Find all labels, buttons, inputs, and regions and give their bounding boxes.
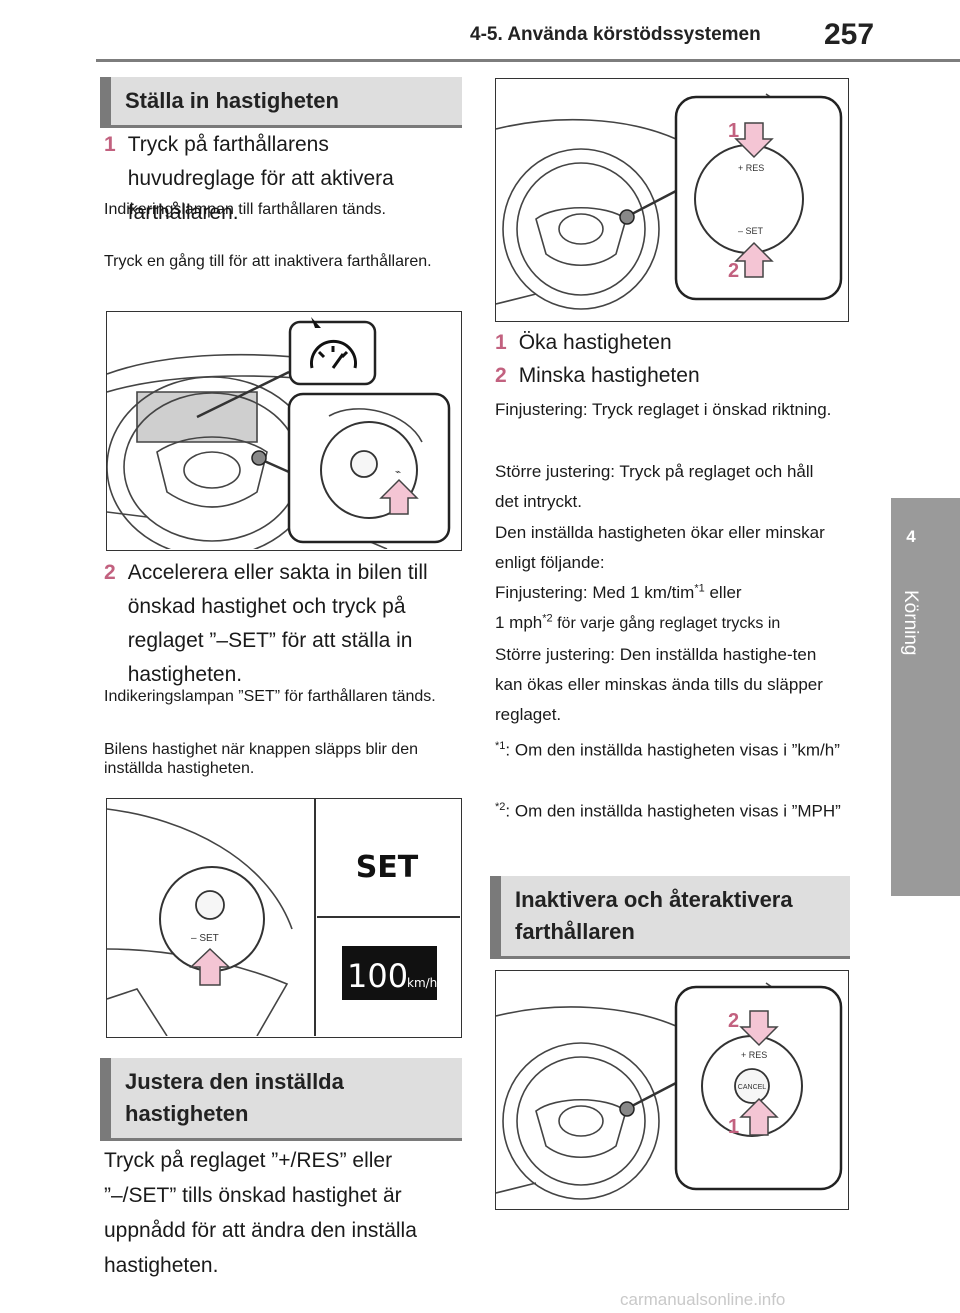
speed-display xyxy=(342,946,437,1000)
footnote-2-mark: *2 xyxy=(495,801,506,813)
item-2-number: 2 xyxy=(495,364,507,387)
step-2-note-2: Bilens hastighet när knappen släpps blir… xyxy=(104,741,418,777)
item-1-number: 1 xyxy=(495,331,507,354)
set-button-label: – SET xyxy=(191,933,219,944)
callout-1-cancel: 1 xyxy=(728,1116,739,1138)
item-1: 1 Öka hastigheten xyxy=(495,326,845,360)
footnote-1: *1: Om den inställda hastigheten visas i… xyxy=(495,731,847,766)
figure-res-set: + RES – SET 1 2 xyxy=(495,78,849,322)
steering-main-switch-illustration: ⌁ xyxy=(107,317,451,549)
figure-main-switch: ⌁ xyxy=(106,311,462,551)
item-1-text: Öka hastigheten xyxy=(518,331,672,354)
footnote-2: *2: Om den inställda hastigheten visas i… xyxy=(495,792,847,827)
step-1-note-1: Indikeringslampan till farthållaren tänd… xyxy=(104,201,386,218)
set-indicator: SET xyxy=(356,850,419,885)
step-2-note-1: Indikeringslampan ”SET” för farthållaren… xyxy=(104,688,436,705)
paragraph-coarse-adjust: Större justering: Tryck på reglaget och … xyxy=(495,462,814,511)
heading-adjust-speed: Justera den inställda hastigheten xyxy=(100,1058,462,1141)
callout-1: 1 xyxy=(728,120,739,142)
paragraph-coarse-detail: Större justering: Den inställda hastighe… xyxy=(495,645,823,724)
arrow-up-res xyxy=(734,122,774,159)
cancel-label: CANCEL xyxy=(738,1084,767,1091)
callout-2: 2 xyxy=(728,260,739,282)
heading-cancel: Inaktivera och återaktivera farthållaren xyxy=(490,876,850,959)
fine-detail-d: för varje gång reglaget trycks in xyxy=(552,615,781,632)
item-2: 2 Minska hastigheten xyxy=(495,359,845,393)
step-2: 2 Accelerera eller sakta in bilen till ön… xyxy=(104,556,464,692)
set-label: – SET xyxy=(738,226,764,236)
callout-2-cancel: 2 xyxy=(728,1010,739,1032)
speed-value: 100 xyxy=(347,957,408,995)
fine-detail-a: Finjustering: Med 1 km/tim xyxy=(495,583,695,602)
figure-cancel: + RES CANCEL 2 1 xyxy=(495,970,849,1210)
footnote-1-text: : Om den inställda hastigheten visas i ”… xyxy=(505,740,840,760)
fine-detail-b: eller xyxy=(704,583,742,602)
figure-set-switch: – SET SET 100 km/h xyxy=(106,798,462,1038)
header-rule xyxy=(96,59,960,62)
step-1-text: Tryck på farthållarens huvudreglage för … xyxy=(127,133,394,224)
arrow-down-res xyxy=(739,1010,779,1047)
footnote-2-text: : Om den inställda hastigheten visas i ”… xyxy=(505,801,841,821)
footnote-ref-1: *1 xyxy=(694,582,705,595)
adjust-body: Tryck på reglaget ”+/RES” eller ”–/SET” … xyxy=(104,1149,417,1277)
press-arrow-set xyxy=(189,947,231,986)
paragraph-increase-decrease: Den inställda hastigheten ökar eller min… xyxy=(495,523,825,572)
side-tab-number: 4 xyxy=(906,527,916,546)
paragraph-fine-detail: Finjustering: Med 1 km/tim*1 eller 1 mph… xyxy=(495,578,855,639)
page-number: 257 xyxy=(824,18,875,51)
arrow-down-set xyxy=(734,241,774,278)
watermark: carmanualsonline.info xyxy=(620,1290,786,1309)
footnote-1-mark: *1 xyxy=(495,740,506,752)
step-1: 1 Tryck på farthållarens huvudreglage för… xyxy=(104,128,464,230)
step-1-number: 1 xyxy=(104,133,116,156)
step-2-text: Accelerera eller sakta in bilen till öns… xyxy=(127,561,428,686)
fine-detail-c: 1 mph xyxy=(495,613,543,632)
side-tab[interactable] xyxy=(891,498,960,896)
footnote-ref-2: *2 xyxy=(542,612,553,625)
res-label-cancel-fig: + RES xyxy=(741,1050,767,1060)
step-2-number: 2 xyxy=(104,561,116,584)
speed-unit: km/h xyxy=(407,976,437,990)
svg-text:⌁: ⌁ xyxy=(395,467,401,478)
item-2-text: Minska hastigheten xyxy=(518,364,700,387)
res-label: + RES xyxy=(738,163,764,173)
side-tab-label: Körning xyxy=(900,590,921,656)
paragraph-fine-adjust: Finjustering: Tryck reglaget i önskad ri… xyxy=(495,400,832,419)
heading-set-speed: Ställa in hastigheten xyxy=(100,77,462,128)
arrow-up-cancel xyxy=(739,1097,779,1136)
press-arrow-main xyxy=(379,478,419,515)
cruise-control-icon xyxy=(310,339,357,369)
chapter-title: 4-5. Använda körstödssystemen xyxy=(470,24,761,45)
step-1-note-2: Tryck en gång till för att inaktivera fa… xyxy=(104,253,432,270)
